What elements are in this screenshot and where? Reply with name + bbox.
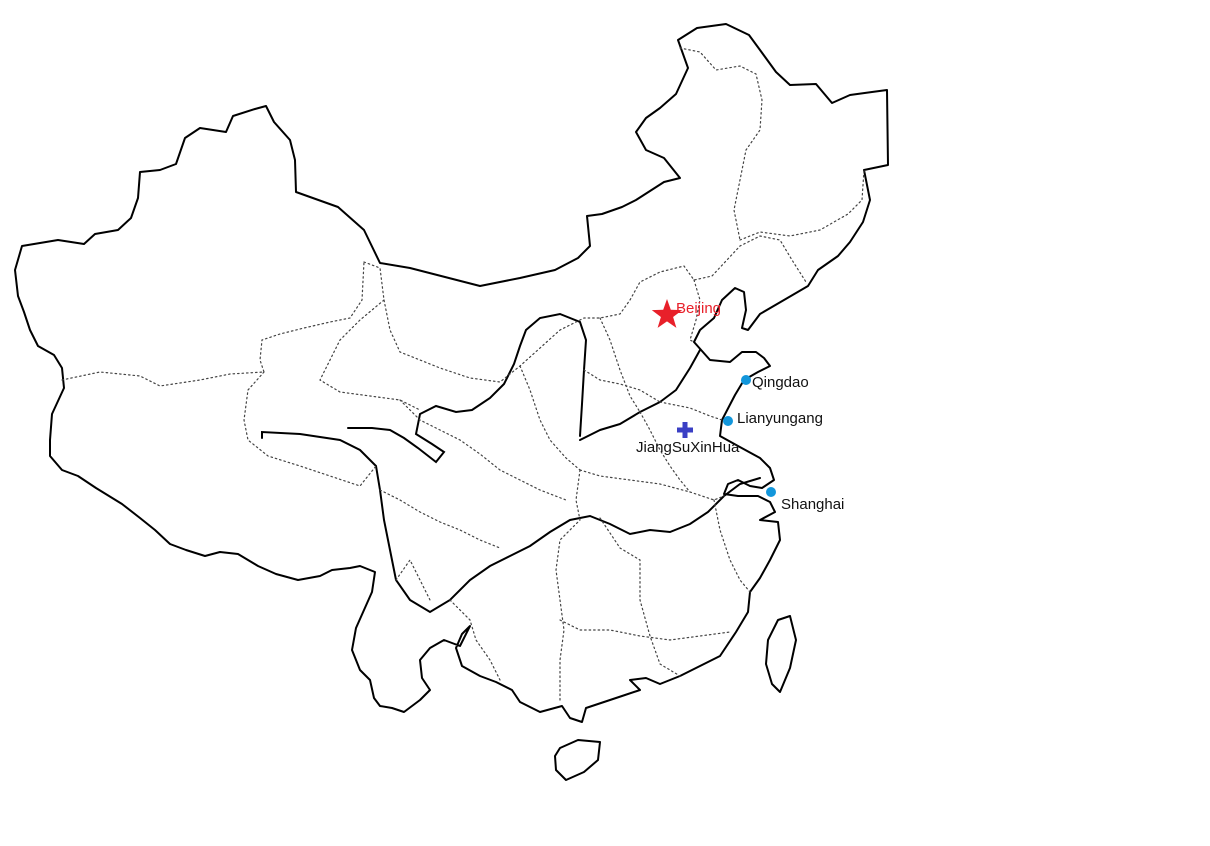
dot-icon: [723, 416, 733, 426]
city-label-beijing: Beijing: [676, 300, 721, 317]
province-boundary: [579, 469, 725, 501]
province-boundary: [679, 47, 763, 241]
province-boundary: [243, 371, 377, 487]
hainan-island: [554, 739, 601, 781]
province-boundary: [555, 469, 581, 701]
province-boundary: [559, 619, 731, 641]
province-boundary: [659, 401, 723, 421]
province-boundary: [319, 299, 421, 411]
city-marker-jiangsuxinhua: JiangSuXinHua: [636, 422, 740, 456]
province-boundary: [363, 235, 807, 383]
province-boundary: [583, 369, 661, 403]
province-boundary: [599, 317, 641, 413]
dot-icon: [766, 487, 776, 497]
province-boundary: [739, 169, 865, 241]
province-boundary: [61, 261, 365, 387]
city-marker-beijing: Beijing: [651, 299, 721, 328]
province-boundary: [713, 499, 751, 593]
province-boundary: [449, 599, 501, 681]
province-boundary: [599, 517, 681, 677]
city-label-qingdao: Qingdao: [752, 374, 809, 391]
taiwan-island: [765, 615, 797, 693]
city-marker-shanghai: Shanghai: [766, 487, 844, 513]
city-marker-qingdao: Qingdao: [741, 374, 809, 391]
province-boundary: [519, 365, 581, 471]
mainland-outline: [14, 23, 889, 723]
province-boundary: [639, 411, 691, 493]
cross-icon: [677, 422, 693, 438]
city-marker-lianyungang: Lianyungang: [723, 410, 823, 427]
yellow-river: [261, 430, 761, 614]
star-icon: [651, 299, 683, 328]
city-label-jiangsuxinhua: JiangSuXinHua: [636, 439, 740, 456]
yangtze-river: [347, 312, 588, 464]
province-boundary: [689, 279, 701, 343]
city-label-lianyungang: Lianyungang: [737, 410, 823, 427]
bohai-coast: [579, 349, 701, 441]
province-boundary: [399, 399, 567, 501]
dot-icon: [741, 375, 751, 385]
province-boundary: [379, 489, 501, 549]
city-label-shanghai: Shanghai: [781, 496, 844, 513]
province-boundary: [395, 558, 431, 601]
